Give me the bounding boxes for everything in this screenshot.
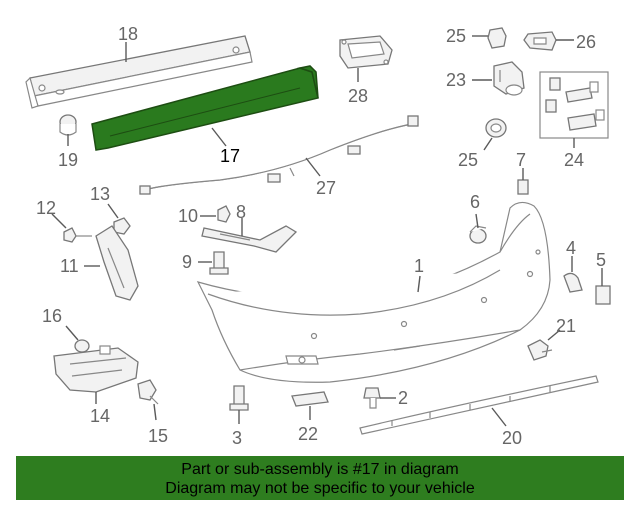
part-15-bolt[interactable] <box>137 379 159 405</box>
callout-2[interactable]: 2 <box>398 388 408 408</box>
part-28-control-module[interactable] <box>339 35 393 69</box>
part-26-bracket[interactable] <box>523 31 557 51</box>
callout-13[interactable]: 13 <box>90 184 110 204</box>
callout-11[interactable]: 11 <box>60 256 79 276</box>
callout-10[interactable]: 10 <box>178 206 198 226</box>
part-21-bolt[interactable] <box>527 339 553 361</box>
callout-12[interactable]: 12 <box>36 198 56 218</box>
part-22-pad[interactable] <box>291 391 329 407</box>
callout-19[interactable]: 19 <box>58 150 78 170</box>
callout-14[interactable]: 14 <box>90 406 110 426</box>
callout-28[interactable]: 28 <box>348 86 368 106</box>
callout-21[interactable]: 21 <box>556 316 576 336</box>
part-23-sensor[interactable] <box>493 61 525 96</box>
part-17-energy-absorber[interactable] <box>91 65 319 151</box>
callout-15[interactable]: 15 <box>148 426 168 446</box>
part-9-bolt[interactable] <box>209 251 229 275</box>
part-2-fastener[interactable] <box>363 387 381 409</box>
part-info-banner: Part or sub-assembly is #17 in diagram D… <box>16 456 624 500</box>
callout-5[interactable]: 5 <box>596 250 606 270</box>
part-3-bolt[interactable] <box>229 385 249 411</box>
callout-22[interactable]: 22 <box>298 424 318 444</box>
callout-3[interactable]: 3 <box>232 428 242 448</box>
callout-1[interactable]: 1 <box>414 256 424 276</box>
part-24-retainer-kit[interactable] <box>539 71 609 139</box>
part-5-bracket[interactable] <box>595 285 611 305</box>
callout-17[interactable]: 17 <box>220 146 240 166</box>
callout-23[interactable]: 23 <box>446 70 466 90</box>
callout-18[interactable]: 18 <box>118 24 138 44</box>
callout-20[interactable]: 20 <box>502 428 522 448</box>
part-25-grommet[interactable] <box>485 118 507 138</box>
banner-line-2: Diagram may not be specific to your vehi… <box>165 480 475 497</box>
part-12-screw[interactable] <box>63 227 92 243</box>
callout-7[interactable]: 7 <box>516 150 526 170</box>
part-25-cap-top[interactable] <box>487 27 507 49</box>
callout-26[interactable]: 26 <box>576 32 596 52</box>
part-8-bracket[interactable] <box>201 225 298 253</box>
part-27-wire-harness[interactable] <box>139 115 419 195</box>
exploded-parts-diagram: 18 17 19 27 28 25 <box>25 24 611 448</box>
callout-25-top[interactable]: 25 <box>446 26 466 46</box>
callout-24[interactable]: 24 <box>564 150 584 170</box>
part-20-molding[interactable] <box>359 375 599 435</box>
part-18-reinforcement[interactable] <box>25 35 253 109</box>
part-4-clip[interactable] <box>563 272 583 293</box>
callout-25-lower[interactable]: 25 <box>458 150 478 170</box>
part-1-bumper-cover[interactable] <box>196 201 551 383</box>
callout-8[interactable]: 8 <box>236 202 246 222</box>
part-16-clip[interactable] <box>74 339 90 353</box>
part-14-bracket[interactable] <box>53 345 139 393</box>
callout-9[interactable]: 9 <box>182 252 192 272</box>
callout-4[interactable]: 4 <box>566 238 576 258</box>
part-7-clip[interactable] <box>517 179 529 195</box>
banner-line-1: Part or sub-assembly is #17 in diagram <box>181 461 459 478</box>
callout-27[interactable]: 27 <box>316 178 336 198</box>
part-10-clip[interactable] <box>217 205 231 223</box>
callout-16[interactable]: 16 <box>42 306 62 326</box>
callout-6[interactable]: 6 <box>470 192 480 212</box>
part-19-clip[interactable] <box>59 114 77 136</box>
part-6-nut[interactable] <box>469 225 487 244</box>
part-11-retainer[interactable] <box>95 225 139 301</box>
